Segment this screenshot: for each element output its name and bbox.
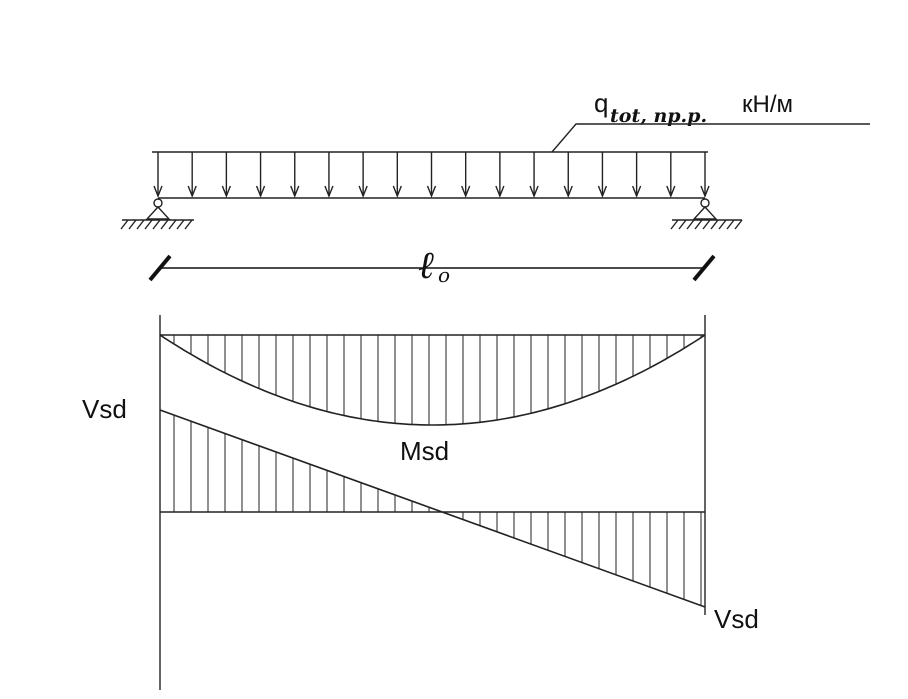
load-arrow-head [358,185,368,198]
moment-diagram [159,334,706,426]
load-arrow-head [392,185,402,198]
load-arrow-head [426,185,437,198]
left-ground-hatch [120,219,193,230]
ground-hatch-line [694,219,703,230]
ground-hatch-line [734,219,743,230]
load-arrow-head [597,185,608,198]
right-support-triangle [692,205,718,220]
ground-hatch-line [136,219,145,230]
ground-hatch-line [686,219,695,230]
load-arrow-head [666,185,676,198]
span-dimension [148,254,716,282]
ground-hatch-line [726,219,735,230]
ground-hatch-line [710,219,719,230]
load-symbol: q [594,88,608,118]
right-support [670,198,743,230]
load-arrow-head [255,185,266,198]
shear-label-right: Vsd [714,604,759,634]
ground-hatch-line [184,219,193,230]
load-label: q tot, пр.р. кН/м [551,88,870,153]
ground-hatch-line [128,219,137,230]
load-subscript: tot, пр.р. [610,105,707,127]
load-arrow-head [290,185,300,198]
load-leader-line [551,123,870,153]
ground-hatch-line [670,219,679,230]
left-hinge-icon [153,198,163,208]
load-arrow-head [495,185,505,198]
span-subscript: o [438,263,450,287]
ground-hatch-line [144,219,153,230]
shear-line [159,409,706,608]
ground-hatch-line [176,219,185,230]
load-arrow-head [563,185,573,198]
ground-hatch-line [702,219,711,230]
shear-label-left: Vsd [82,394,127,424]
span-tick-left [148,254,172,282]
span-tick-right [692,254,716,282]
moment-curve [159,334,706,426]
ground-hatch-line [160,219,169,230]
moment-label: Msd [400,436,449,466]
ground-hatch-line [718,219,727,230]
left-support [120,198,194,230]
shear-hatch [173,415,702,606]
load-arrows [153,152,710,198]
right-ground-hatch [670,219,743,230]
load-unit: кН/м [742,91,793,118]
load-arrow-head [153,185,163,198]
load-arrow-head [631,185,642,198]
load-arrow-head [221,185,232,198]
left-support-triangle [145,205,171,220]
load-arrow-head [461,185,471,198]
ground-hatch-line [678,219,687,230]
moment-hatch [173,335,702,425]
load-arrow-head [529,185,539,198]
ground-hatch-line [152,219,161,230]
shear-diagram [159,409,706,608]
load-arrow-head [324,185,334,198]
right-hinge-icon [700,198,710,208]
load-arrow-head [187,185,197,198]
ground-hatch-line [120,219,129,230]
ground-hatch-line [168,219,177,230]
distributed-load [152,151,710,198]
span-symbol: ℓ [418,243,434,287]
load-arrow-head [700,185,710,198]
